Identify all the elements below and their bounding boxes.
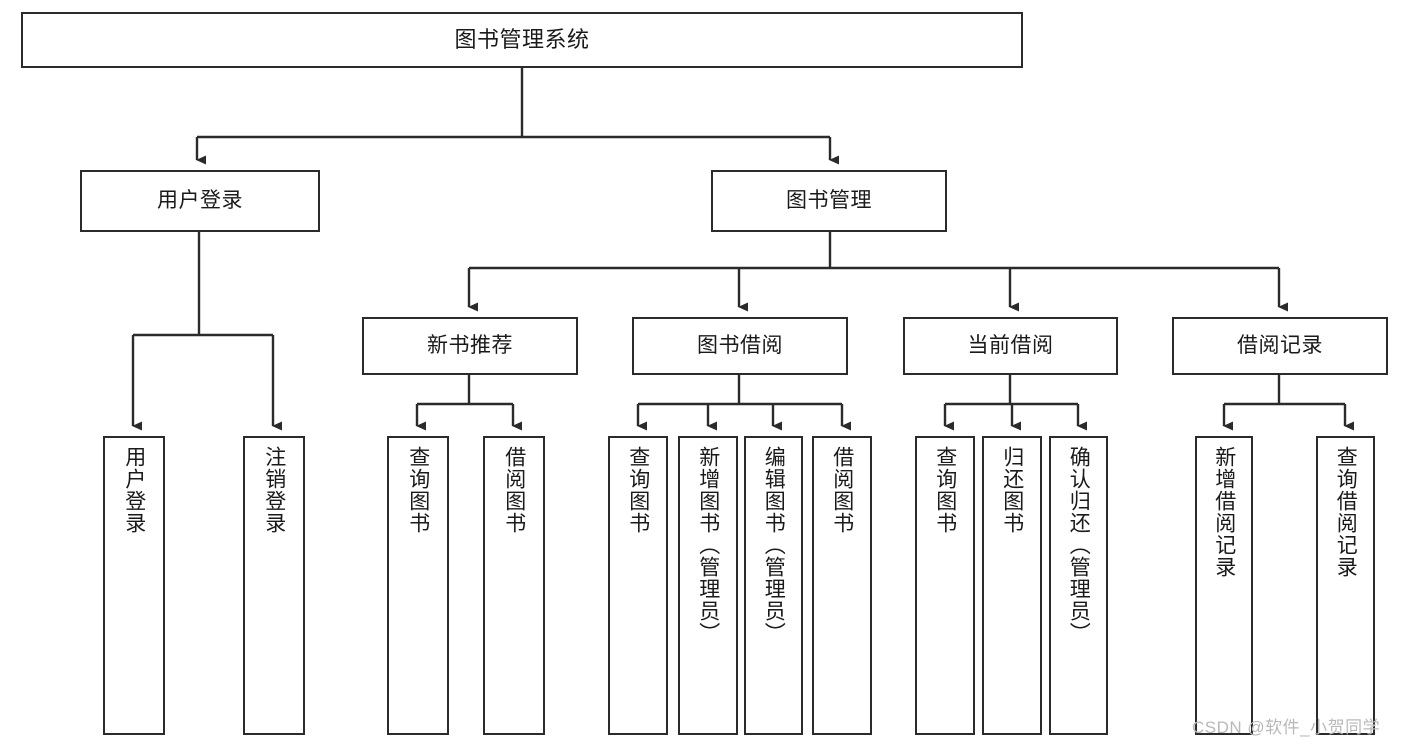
node-label: 图书管理: [786, 189, 872, 213]
node-root[interactable]: 图书管理系统: [21, 12, 1023, 68]
node-leaf-add-book-admin[interactable]: 新增图书（管理员）: [678, 436, 738, 735]
node-label: 查询借阅记录: [1334, 446, 1358, 578]
node-label: 确认归还（管理员）: [1067, 446, 1091, 644]
node-leaf-query-book-recommend[interactable]: 查询图书: [387, 436, 449, 735]
node-label: 查询图书: [626, 446, 650, 534]
node-leaf-borrow-book-recommend[interactable]: 借阅图书: [483, 436, 545, 735]
node-label: 查询图书: [933, 446, 957, 534]
node-label: 编辑图书（管理员）: [762, 446, 786, 644]
node-level2-borrow-record[interactable]: 借阅记录: [1172, 317, 1388, 375]
node-leaf-user-login[interactable]: 用户登录: [103, 436, 165, 735]
node-label: 新书推荐: [427, 334, 513, 358]
node-level2-current-borrow[interactable]: 当前借阅: [903, 317, 1118, 375]
node-leaf-logout[interactable]: 注销登录: [243, 436, 305, 735]
node-label: 用户登录: [157, 189, 243, 213]
node-label: 归还图书: [1000, 446, 1024, 534]
node-level2-book-borrow[interactable]: 图书借阅: [632, 317, 848, 375]
node-label: 图书管理系统: [454, 26, 590, 52]
node-label: 借阅记录: [1237, 334, 1323, 358]
node-leaf-add-borrow-record[interactable]: 新增借阅记录: [1195, 436, 1253, 735]
node-label: 借阅图书: [502, 446, 526, 534]
node-label: 图书借阅: [697, 334, 783, 358]
node-leaf-edit-book-admin[interactable]: 编辑图书（管理员）: [744, 436, 803, 735]
node-leaf-query-book-current[interactable]: 查询图书: [915, 436, 975, 735]
node-label: 当前借阅: [967, 334, 1054, 358]
node-level1-user-login[interactable]: 用户登录: [80, 170, 320, 232]
node-label: 借阅图书: [830, 446, 854, 534]
node-leaf-confirm-return-admin[interactable]: 确认归还（管理员）: [1049, 436, 1108, 735]
node-leaf-query-book-borrow[interactable]: 查询图书: [608, 436, 668, 735]
node-label: 查询图书: [406, 446, 430, 534]
node-leaf-query-borrow-record[interactable]: 查询借阅记录: [1316, 436, 1375, 735]
node-label: 新增图书（管理员）: [696, 446, 720, 644]
node-leaf-return-book[interactable]: 归还图书: [982, 436, 1042, 735]
node-level2-new-book-recommend[interactable]: 新书推荐: [362, 317, 578, 375]
node-label: 新增借阅记录: [1212, 446, 1236, 578]
node-leaf-borrow-book[interactable]: 借阅图书: [812, 436, 872, 735]
node-label: 注销登录: [262, 446, 286, 534]
node-level1-book-management[interactable]: 图书管理: [711, 170, 947, 232]
node-label: 用户登录: [122, 446, 146, 534]
